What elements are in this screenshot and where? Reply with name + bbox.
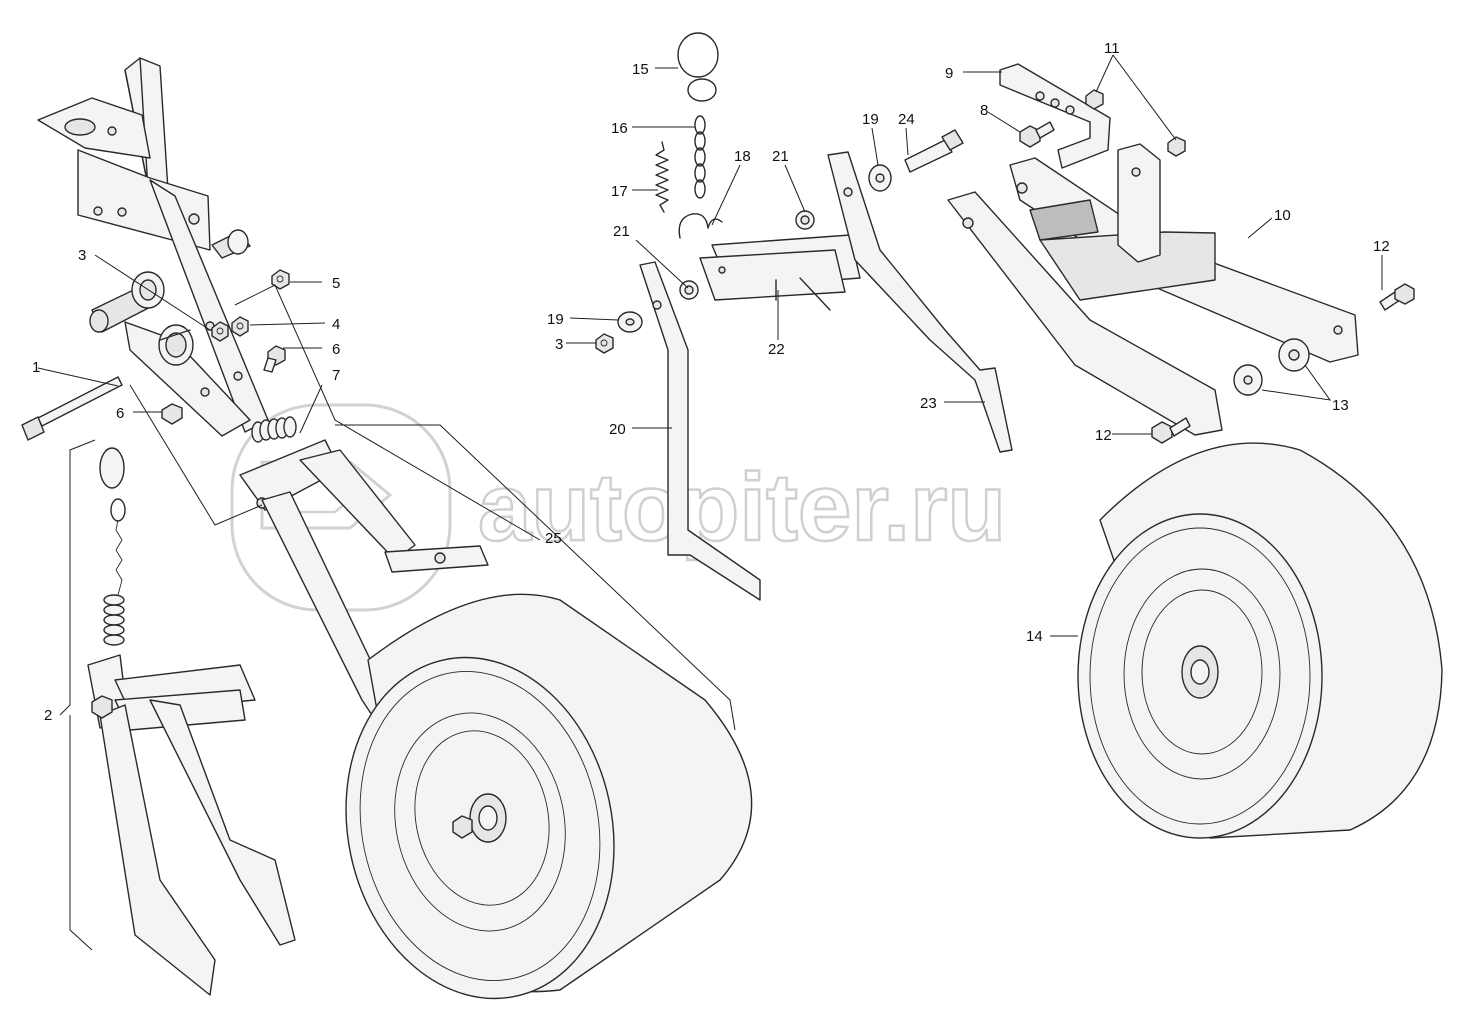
part-bushing (158, 324, 194, 366)
part-bolt-12-right (1379, 283, 1415, 311)
label-6-upper: 6 (332, 341, 340, 358)
part-nut-3-mid (595, 333, 614, 354)
label-10: 10 (1274, 207, 1291, 224)
label-7: 7 (332, 367, 340, 384)
part-nut-5 (271, 269, 290, 290)
label-17: 17 (611, 183, 628, 200)
watermark-text: autopiter.ru (478, 454, 1006, 561)
label-1: 1 (32, 359, 40, 376)
label-6-lower: 6 (116, 405, 124, 422)
part-nut-4 (231, 316, 249, 337)
callout-labels: 1 2 3 4 5 6 6 7 25 15 16 17 18 21 21 19 … (32, 40, 1390, 724)
part-washer-13-right (1278, 338, 1310, 372)
label-3-mid: 3 (555, 336, 563, 353)
part-bushing-21-right (795, 210, 815, 230)
part-nut-11-bottom (1167, 136, 1186, 157)
part-bolt-1 (21, 376, 123, 441)
label-22: 22 (768, 341, 785, 358)
part-bolt-12-lower (1151, 417, 1191, 444)
part-spring-7 (251, 416, 297, 443)
part-bolt-8 (1019, 121, 1055, 148)
part-wheel-14 (1077, 442, 1443, 839)
part-frame-10 (947, 143, 1359, 436)
label-13: 13 (1332, 397, 1349, 414)
part-washer-19-left (617, 311, 643, 333)
label-18: 18 (734, 148, 751, 165)
part-nut-3 (211, 321, 229, 342)
label-15: 15 (632, 61, 649, 78)
part-wheel-left (345, 593, 753, 1000)
label-16: 16 (611, 120, 628, 137)
label-20: 20 (609, 421, 626, 438)
label-24: 24 (898, 111, 915, 128)
part-arm-23 (827, 151, 1013, 453)
label-8: 8 (980, 102, 988, 119)
label-2: 2 (44, 707, 52, 724)
part-bolt-24 (904, 129, 964, 173)
part-arm-20 (639, 261, 761, 601)
part-bolt-6-lower (161, 403, 183, 425)
part-bushing-21-left (679, 280, 699, 300)
label-5: 5 (332, 275, 340, 292)
label-25: 25 (545, 530, 562, 547)
part-hook-18 (678, 213, 723, 239)
part-washer-13-left (1233, 364, 1263, 396)
part-ring-15 (677, 32, 719, 102)
part-mounting-bracket (37, 57, 269, 437)
label-9: 9 (945, 65, 953, 82)
part-chain-16 (694, 115, 706, 199)
part-washer-19-right (868, 164, 892, 192)
label-3-left: 3 (78, 247, 86, 264)
part-bracket-9 (999, 63, 1111, 169)
label-19-right: 19 (862, 111, 879, 128)
label-21-left: 21 (613, 223, 630, 240)
leader-lines (37, 54, 1383, 951)
label-21-right: 21 (772, 148, 789, 165)
part-plate-22 (699, 234, 861, 311)
label-11: 11 (1104, 40, 1120, 57)
watermark: autopiter.ru (230, 403, 1007, 612)
label-19-left: 19 (547, 311, 564, 328)
part-subassembly-2 (87, 447, 296, 996)
label-12-lower: 12 (1095, 427, 1112, 444)
label-4: 4 (332, 316, 340, 333)
part-nut-11-top (1085, 89, 1104, 110)
part-bolt-6-upper (263, 345, 286, 373)
part-spring-17 (655, 141, 669, 213)
label-23: 23 (920, 395, 937, 412)
label-14: 14 (1026, 628, 1043, 645)
label-12-right: 12 (1373, 238, 1390, 255)
